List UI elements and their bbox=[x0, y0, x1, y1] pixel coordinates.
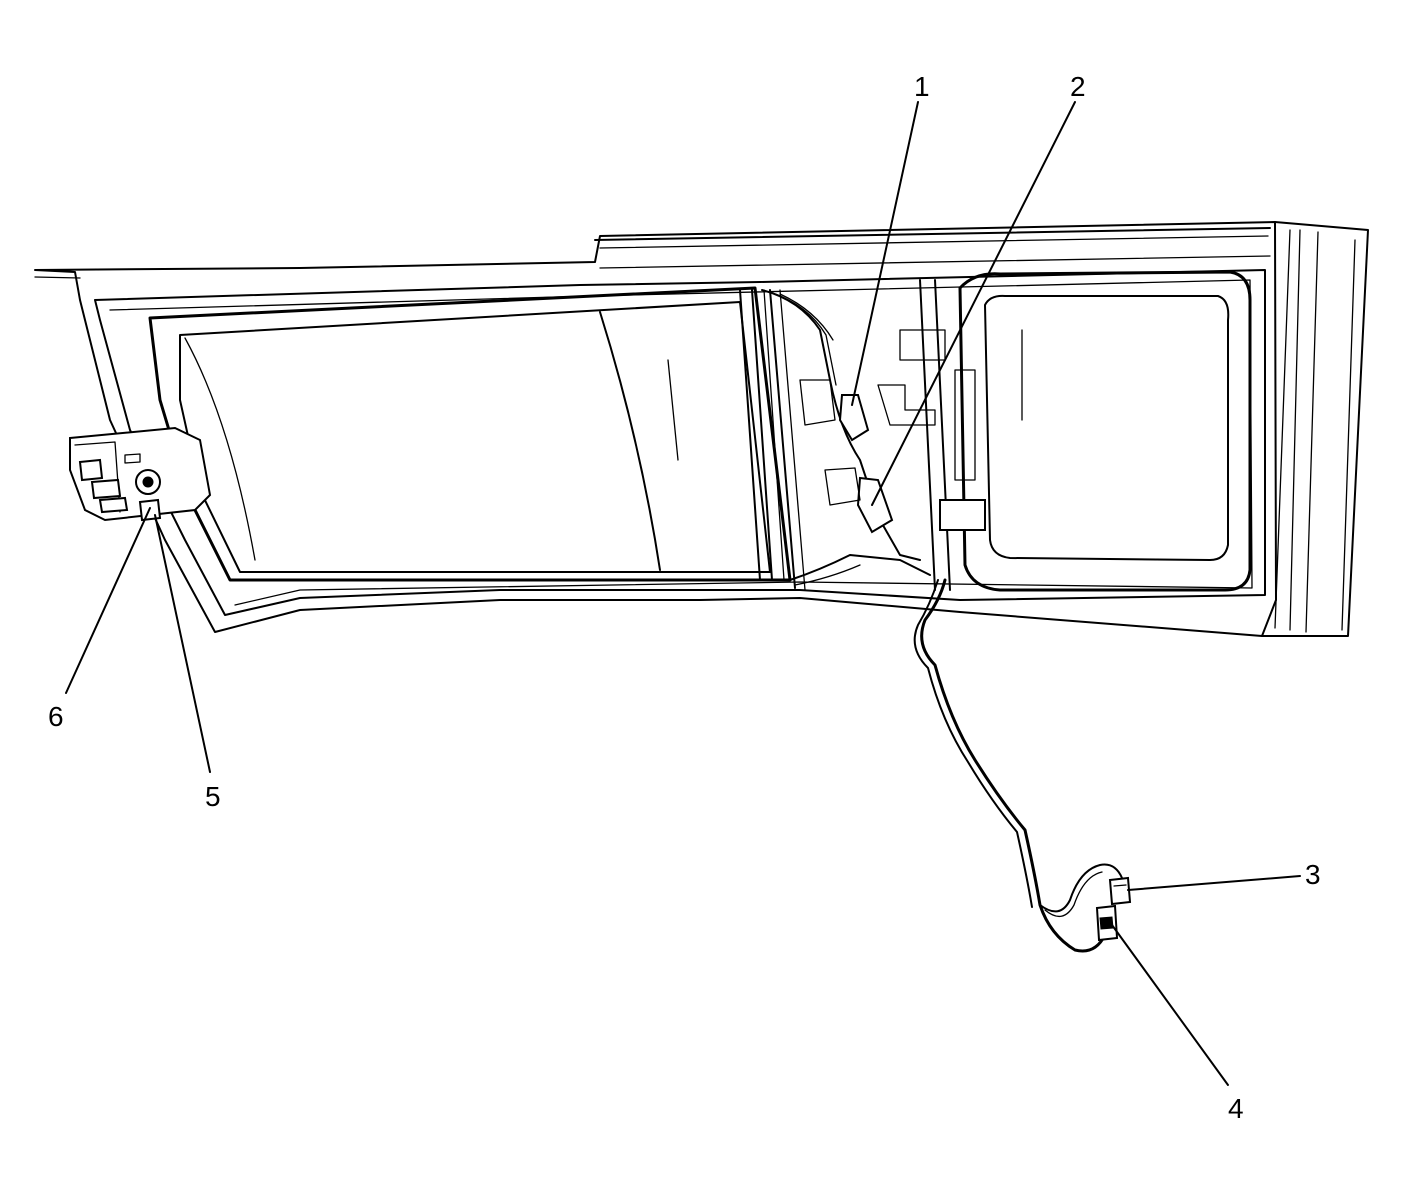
callout-label-5: 5 bbox=[205, 781, 221, 812]
callout-label-3: 3 bbox=[1305, 859, 1321, 890]
rear-glass-opening bbox=[958, 270, 1252, 592]
connector-3 bbox=[1108, 876, 1132, 906]
leader-3 bbox=[1127, 875, 1301, 891]
leader-1 bbox=[851, 101, 919, 406]
callout-label-2: 2 bbox=[1070, 71, 1086, 102]
switch-assembly bbox=[69, 426, 212, 522]
leader-2 bbox=[871, 101, 1076, 506]
callout-label-1: 1 bbox=[914, 71, 930, 102]
center-mechanism bbox=[739, 279, 986, 591]
front-glass-opening bbox=[148, 286, 792, 582]
callout-label-6: 6 bbox=[48, 701, 64, 732]
callout-label-4: 4 bbox=[1228, 1093, 1244, 1124]
leader-6 bbox=[65, 507, 151, 694]
leader-5 bbox=[154, 514, 211, 773]
connector-4 bbox=[1095, 904, 1119, 942]
leader-lines bbox=[65, 101, 1301, 1086]
rear-trim-bar bbox=[1261, 221, 1369, 637]
leader-4 bbox=[1111, 924, 1229, 1086]
wiring-harness bbox=[913, 578, 1123, 953]
roof-frame bbox=[34, 221, 1277, 637]
